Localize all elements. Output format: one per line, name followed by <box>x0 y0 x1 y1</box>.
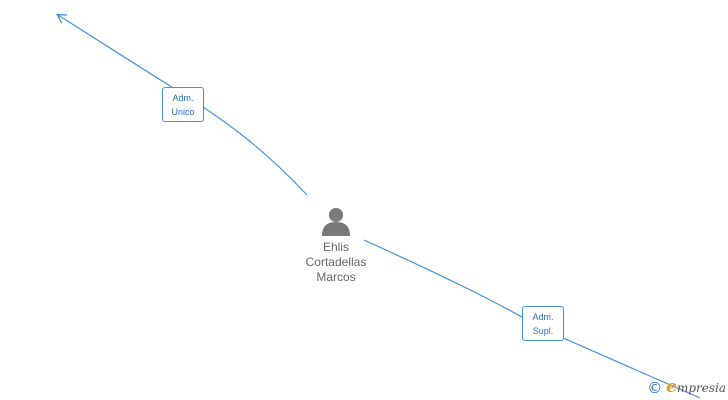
role-label-line2: Unico <box>171 107 195 117</box>
person-icon <box>322 208 350 236</box>
person-node[interactable]: Ehlis Cortadellas Marcos <box>296 206 376 285</box>
role-label-line2: Supl. <box>532 326 554 336</box>
copyright-icon: © <box>647 379 663 397</box>
person-name[interactable]: Ehlis Cortadellas Marcos <box>305 240 367 284</box>
role-label-line1: Adm. <box>172 93 194 103</box>
role-label-adm-unico[interactable]: Adm. Unico <box>162 87 204 122</box>
brand-name: mpresia <box>676 381 726 395</box>
role-label-line1: Adm. <box>532 312 554 322</box>
empresia-watermark: © empresia <box>647 377 726 397</box>
brand-initial: e <box>666 377 677 397</box>
role-label-adm-supl[interactable]: Adm. Supl. <box>522 306 564 341</box>
